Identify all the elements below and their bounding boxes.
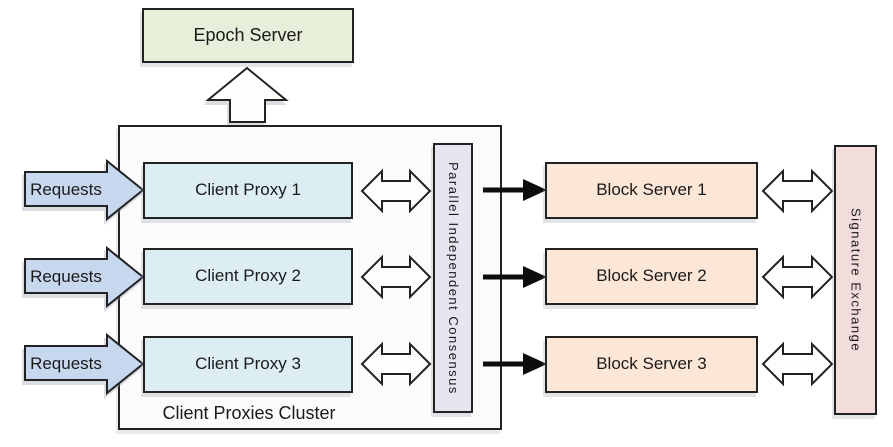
requests-arrow: Requests <box>22 159 146 221</box>
client-proxy-label: Client Proxy 3 <box>195 354 301 374</box>
block-server-label: Block Server 3 <box>596 354 707 374</box>
consensus-label: Parallel Independent Consensus <box>446 161 462 395</box>
client-proxy-box: Client Proxy 1 <box>143 162 353 219</box>
cluster-label: Client Proxies Cluster <box>162 402 336 423</box>
right-block-arrow-icon <box>24 159 145 221</box>
double-arrow-icon <box>761 254 834 300</box>
client-proxy-box: Client Proxy 3 <box>143 336 353 393</box>
block-server-box: Block Server 3 <box>545 336 758 393</box>
consensus-to-block-arrow-icon <box>483 266 547 288</box>
client-proxy-label: Client Proxy 2 <box>195 266 301 286</box>
right-block-arrow-icon <box>24 333 145 395</box>
double-arrow-icon <box>761 341 834 387</box>
consensus-to-block-arrow-icon <box>483 179 547 201</box>
client-proxy-box: Client Proxy 2 <box>143 248 353 305</box>
signature-exchange-box: Signature Exchange <box>834 145 877 415</box>
double-arrow-icon <box>761 168 834 214</box>
client-proxy-label: Client Proxy 1 <box>195 180 301 200</box>
consensus-to-block-arrow-icon <box>483 353 547 375</box>
double-arrow-icon <box>360 168 432 214</box>
right-block-arrow-icon <box>24 246 145 308</box>
block-server-label: Block Server 2 <box>596 266 707 286</box>
block-server-box: Block Server 1 <box>545 162 758 219</box>
requests-arrow: Requests <box>22 246 146 308</box>
consensus-box: Parallel Independent Consensus <box>433 143 473 413</box>
up-arrow-icon <box>205 66 289 123</box>
signature-exchange-label: Signature Exchange <box>848 207 864 353</box>
block-server-label: Block Server 1 <box>596 180 707 200</box>
requests-label: Requests <box>30 267 102 286</box>
double-arrow-icon <box>360 254 432 300</box>
epoch-server-box: Epoch Server <box>142 8 354 63</box>
requests-arrow: Requests <box>22 333 146 395</box>
epoch-server-label: Epoch Server <box>193 24 303 45</box>
requests-label: Requests <box>30 180 102 199</box>
double-arrow-icon <box>360 341 432 387</box>
block-server-box: Block Server 2 <box>545 248 758 305</box>
requests-label: Requests <box>30 354 102 373</box>
